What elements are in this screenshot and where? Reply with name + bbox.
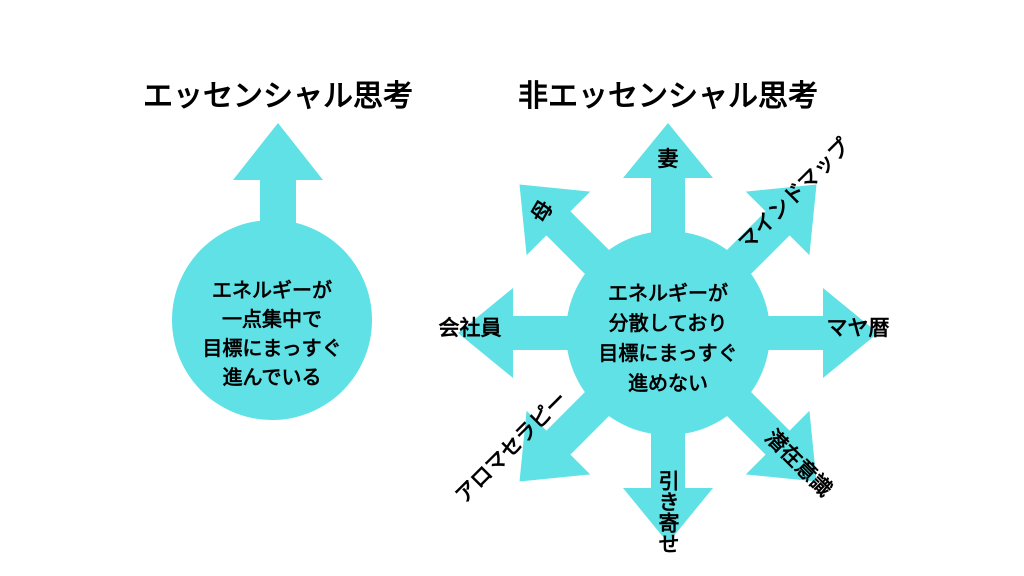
essential-text-line-4: 進んでいる <box>223 365 322 389</box>
arrow-left <box>458 288 668 378</box>
nonessential-text-line-3: 目標にまっすぐ <box>598 341 737 365</box>
essential-text-line-1: エネルギーが <box>212 278 332 302</box>
nonessential-title: 非エッセンシャル思考 <box>518 79 818 114</box>
nonessential-text-line-4: 進めない <box>628 371 708 395</box>
essential-title: エッセンシャル思考 <box>143 79 413 114</box>
arrow-up <box>623 123 713 333</box>
essential-text-line-2: 一点集中で <box>222 307 322 331</box>
arrow-label-down: 引き寄せ <box>656 470 680 554</box>
nonessential-panel: 非エッセンシャル思考 エネルギーが 分散しており 目標にまっすぐ 進めない 妻マ… <box>439 79 890 554</box>
nonessential-text-line-2: 分散しており <box>609 311 728 335</box>
arrow-label-up: 妻 <box>658 147 679 171</box>
essential-circle <box>172 220 372 420</box>
nonessential-text-line-1: エネルギーが <box>608 281 728 305</box>
essential-text-line-3: 目標にまっすぐ <box>202 336 341 360</box>
arrow-right <box>668 288 878 378</box>
essential-panel: エッセンシャル思考 エネルギーが 一点集中で 目標にまっすぐ 進んでいる <box>143 79 413 420</box>
essential-up-arrow <box>233 123 323 240</box>
nonessential-circle <box>566 231 770 435</box>
arrow-label-right: マヤ暦 <box>827 316 890 340</box>
arrow-label-left: 会社員 <box>439 316 502 340</box>
arrow-down <box>623 333 713 543</box>
